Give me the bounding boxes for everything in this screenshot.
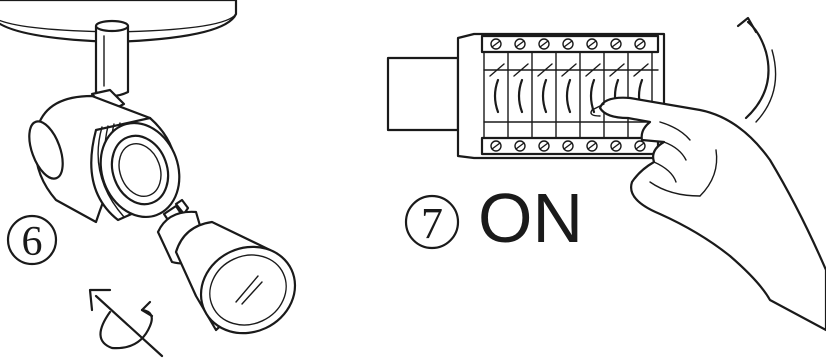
up-arrow-icon xyxy=(736,16,777,123)
breaker-switches xyxy=(483,51,659,139)
step-6-illustration: 6 xyxy=(0,0,297,358)
hand-icon xyxy=(590,96,826,332)
breaker-panel-icon xyxy=(386,32,666,160)
step-6-number: 6 xyxy=(22,219,43,265)
step-7-caption: ON xyxy=(478,179,583,257)
breaker-terminals-top xyxy=(480,34,660,54)
step-7-badge: 7 xyxy=(404,194,460,250)
step-7-illustration: 7 ON xyxy=(386,16,826,332)
rotate-arrow-icon xyxy=(88,288,164,358)
step-7-number: 7 xyxy=(421,199,443,248)
breaker-terminals-bottom xyxy=(480,136,660,156)
gu10-bulb-icon xyxy=(156,198,297,335)
step-6-badge: 6 xyxy=(6,214,58,266)
spotlight-housing-icon xyxy=(28,94,181,224)
